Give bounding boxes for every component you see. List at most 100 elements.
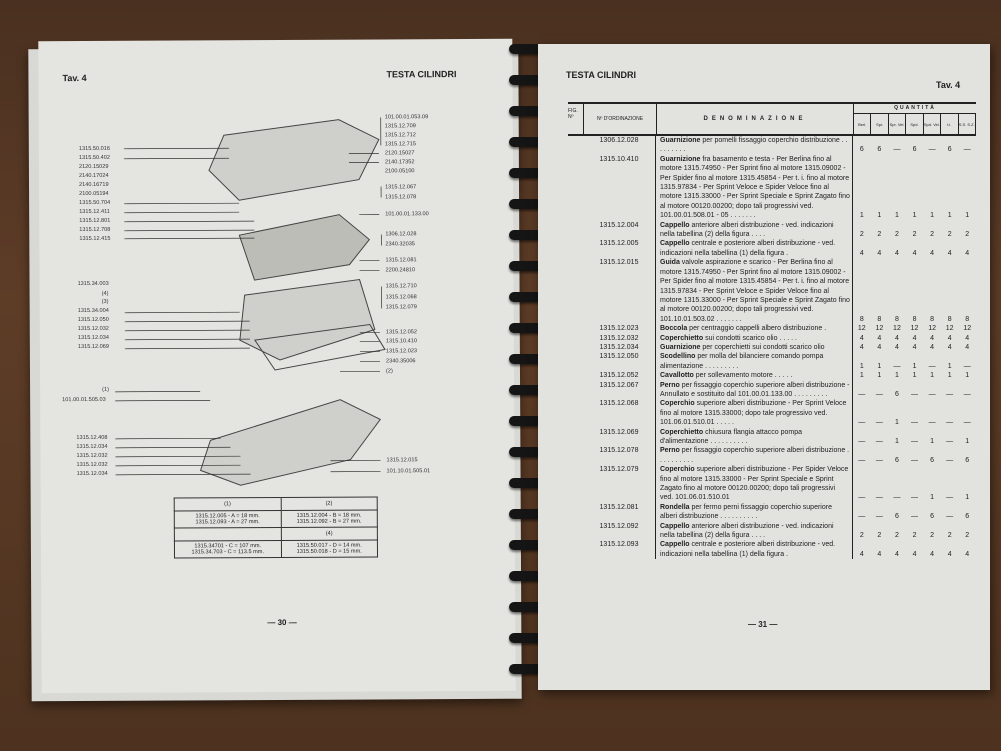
quantity-cell: 12 [875,325,884,333]
binding-coil [509,540,557,550]
quantity-cell: 8 [947,315,952,323]
ordering-number: 1315.12.023 [583,324,656,334]
quantity-cell: 4 [894,550,899,558]
quantity-cell: 2 [947,532,952,540]
fig-cell [568,446,583,465]
quantity-cell: — [946,513,954,521]
quantity-cell: 6 [859,146,864,154]
binding-coil [509,199,557,209]
quantity-cell: 1 [965,494,970,502]
fig-cell [568,503,583,522]
callout: 1315.12.710 [385,283,417,290]
table-row: 1315.12.004 Cappello anteriore alberi di… [568,220,976,240]
qty-col-header: Spr. [871,114,889,134]
binding-coil [509,664,557,674]
callout: 2120.15029 [78,163,109,171]
ordering-number: 1315.12.034 [583,342,656,353]
quantity-cell: 1 [930,494,935,502]
callout: 101.00.01.053.09 [384,114,429,121]
fig-cell [568,239,583,258]
right-page: TESTA CILINDRI Tav. 4 FIG. Nº Nº D'ORDIN… [538,44,990,690]
quantity-cell: 4 [930,343,935,351]
callout: 1315.12.067 [385,184,417,191]
quantity-cell: — [946,494,954,502]
ordering-number: 1315.12.032 [583,333,656,343]
ordering-number: 1315.12.093 [583,540,656,560]
denomination-cell: Cavallotto per sollevamento motore . . .… [656,371,853,381]
callout: 2140.17352 [384,159,415,166]
part-name: Scodellino [660,353,696,361]
denomination-cell: Guarnizione fra basamento e testa - Per … [656,154,853,221]
ordering-number: 1315.12.052 [583,371,656,381]
callout: 1315.12.015 [386,457,418,464]
quantity-cell: 4 [930,550,935,558]
part-name: Cappello [660,541,690,549]
quantity-cell: 4 [930,334,935,342]
part-name: Boccola [660,325,688,333]
qty-col-header: Berl. [854,114,872,134]
quantity-cell: 4 [912,550,917,558]
quantity-cell: 1 [947,362,952,370]
ordering-number: 1315.12.004 [583,220,656,240]
quantity-cell: 4 [947,343,952,351]
quantity-cell: 1 [965,212,970,220]
size-cell: 1315.50.017 - D = 14 mm.1315.50.018 - D … [280,539,378,558]
spiral-binding [505,38,560,698]
callout: 2100.05194 [79,190,109,198]
quantity-cell: 6 [947,146,952,154]
part-description: per fissaggio coperchio superiore alberi… [660,381,850,398]
size-table-header: (2) [280,496,378,511]
denomination-cell: Coperchio superiore alberi distribuzione… [656,465,853,503]
quantity-cells: ——1———— [853,399,976,427]
part-description: centrale e posteriore alberi distribuzio… [660,240,836,257]
quantity-cell: 1 [877,212,882,220]
denomination-cell: Boccola per centraggio cappelli albero d… [656,324,853,334]
quantity-cell: — [928,390,936,398]
quantity-cell: — [928,146,936,154]
callout: (4) [101,290,109,297]
fig-cell [568,540,583,559]
table-row: 1315.10.410 Guarnizione fra basamento e … [568,154,976,221]
quantity-cell: 1 [912,372,917,380]
quantity-cell: 2 [947,231,952,239]
parts-table: FIG. Nº Nº D'ORDINAZIONE DENOMINAZIONE Q… [568,102,976,560]
tav-label: Tav. 4 [936,80,961,90]
quantity-cell: 8 [965,315,970,323]
quantity-cell: — [963,419,971,427]
quantity-cell: — [911,438,919,445]
size-cell: 1315.12.004 - B = 18 mm.1315.12.092 - B … [280,509,378,528]
part-name: Perno [660,381,680,389]
table-row: 1315.12.023 Boccola per centraggio cappe… [568,324,976,334]
callout: 1315.12.079 [385,304,417,311]
quantity-cell: 4 [965,249,970,257]
binding-coil [509,602,557,612]
quantity-cell: 4 [894,334,899,342]
callout: 1315.12.032 [77,325,109,333]
callout: 1315.12.708 [79,226,111,234]
ordering-number: 1306.12.028 [583,136,656,155]
quantity-cell: — [963,362,971,370]
quantity-cell: 8 [930,315,935,323]
size-cell: 1315.34701 - C = 107 mm.1315.34.703 - C … [174,540,282,559]
quantity-cell: 1 [912,362,917,370]
quantity-cell: 6 [912,146,917,154]
quantity-cells: ————1—1 [853,465,976,503]
part-description: valvole aspirazione e scarico - Per Berl… [660,259,850,323]
callout: 1315.12.069 [77,343,110,351]
quantity-cell: 4 [877,249,882,257]
part-name: Coperchietto [660,334,704,342]
size-line: 1315.12.093 - A = 27 mm. [195,519,260,526]
binding-coil [509,137,557,147]
quantity-cell: — [875,438,883,445]
ordering-number: 1315.12.079 [583,465,656,503]
quantity-cell: 1 [947,372,952,380]
quantity-cell: 1 [894,419,899,427]
quantity-cell: 4 [877,334,882,342]
header-ordering: Nº D'ORDINAZIONE [584,104,657,134]
callout: 1315.12.801 [79,217,111,225]
fig-cell [568,221,583,240]
size-line: 1315.50.018 - D = 15 mm. [296,548,362,555]
